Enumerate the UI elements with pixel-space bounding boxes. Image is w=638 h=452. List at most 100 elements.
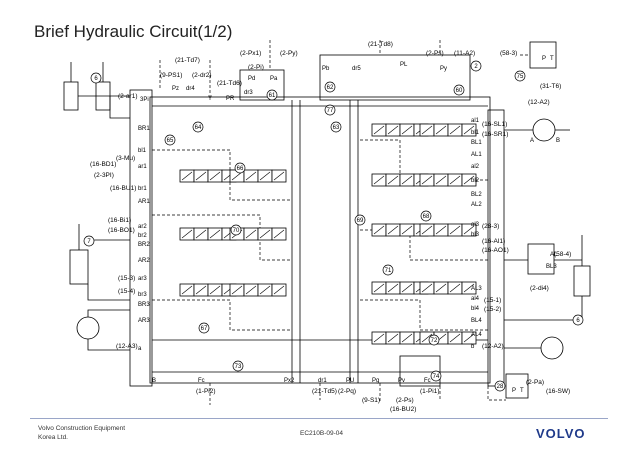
- port-pv: Pv: [398, 378, 405, 384]
- port-pl: PL: [400, 62, 408, 68]
- spool-valve-right-5: [371, 331, 429, 345]
- callout-2ar1: (2-ar1): [118, 93, 138, 100]
- port-y: Y: [208, 96, 212, 102]
- item-number-label: 73: [235, 364, 242, 370]
- port-pb: Pb: [322, 66, 330, 72]
- arm-cylinder: [69, 249, 89, 285]
- port-b_motor: B: [556, 138, 560, 144]
- left-pilot-block: [129, 89, 153, 387]
- spool-label-AR2: AR2: [138, 258, 150, 264]
- item-number-n74: 74: [430, 370, 442, 382]
- item-number-n66: 66: [234, 162, 246, 174]
- top-port-block: [239, 69, 285, 101]
- port-bl3p: BL3: [546, 264, 557, 270]
- item-number-n61: 61: [266, 89, 278, 101]
- item-number-n64: 64: [192, 121, 204, 133]
- callout-21td6: (21-Td6): [217, 80, 242, 87]
- swing-brake-block: [529, 41, 557, 69]
- callout-2ps2: (2-Ps): [396, 397, 414, 404]
- item-number-label: 6: [94, 76, 98, 82]
- callout-2pa: (2-Pa): [526, 379, 544, 386]
- callout-12a1: (12-A3): [116, 343, 138, 350]
- spool-label-al3: al3: [471, 222, 480, 228]
- item-number-label: 75: [517, 74, 524, 80]
- callout-16bu1: (16-BU1): [110, 185, 136, 192]
- item-number-n7: 7: [83, 235, 95, 247]
- callout-154: (15-4): [118, 288, 135, 295]
- item-number-label: 62: [327, 85, 334, 91]
- callout-23pi: (2-3PI): [94, 172, 114, 179]
- item-number-n67: 67: [198, 322, 210, 334]
- volvo-logo: VOLVO: [536, 426, 586, 441]
- port-tt: T: [520, 388, 524, 394]
- spool-label-BL1: BL1: [471, 140, 482, 146]
- spool-label-AL2: AL2: [471, 202, 482, 208]
- company-line-1: Volvo Construction Equipment: [38, 425, 126, 432]
- callout-151: (15-1): [484, 297, 501, 304]
- callout-21td8: (21-Td8): [368, 41, 393, 48]
- item-number-n77: 77: [324, 104, 336, 116]
- spool-label-BL4: BL4: [471, 318, 482, 324]
- port-dr1: dr1: [318, 378, 327, 384]
- item-number-n71: 71: [382, 264, 394, 276]
- callout-1pi2: (1-Pi2): [196, 388, 216, 395]
- spool-valve-right-b-1: [419, 123, 477, 137]
- item-number-n70: 70: [230, 224, 242, 236]
- port-pz: Pz: [172, 86, 179, 92]
- port-dr3: dr3: [244, 90, 253, 96]
- port-pg: Pg: [372, 378, 379, 384]
- callout-16sr1: (16-SR1): [482, 131, 508, 138]
- callout-16bd1: (16-BD1): [90, 161, 116, 168]
- footer-company: Volvo Construction Equipment Korea Ltd.: [38, 424, 125, 442]
- callout-16sl1: (16-SL1): [482, 121, 507, 128]
- spool-valve-right-b-3: [419, 223, 477, 237]
- item-number-label: 67: [201, 326, 208, 332]
- callout-3mu: (3-Mu): [116, 155, 135, 162]
- shuttle-block-right: [527, 243, 555, 275]
- callout-2px1: (2-Px1): [240, 50, 261, 57]
- bottom-right-block: [505, 373, 529, 399]
- port-dr5: dr5: [352, 66, 361, 72]
- spool-label-ar2: ar2: [138, 224, 147, 230]
- spool-label-BR2: BR2: [138, 242, 150, 248]
- spool-label-br2: br2: [138, 233, 147, 239]
- spool-valve-left-1: [179, 169, 237, 183]
- callout-2py: (2-Py): [280, 50, 298, 57]
- spool-label-bl3: bl3: [471, 232, 480, 238]
- item-number-label: 71: [385, 268, 392, 274]
- item-number-label: 2: [474, 64, 478, 70]
- spool-label-BL2: BL2: [471, 192, 482, 198]
- item-number-label: 70: [233, 228, 240, 234]
- port-pa: Pa: [270, 76, 278, 82]
- item-number-n60: 60: [453, 84, 465, 96]
- port-fc: Fc: [198, 378, 205, 384]
- page-title: Brief Hydraulic Circuit(1/2): [34, 22, 233, 41]
- spool-label-bl1r: bl1: [471, 130, 480, 136]
- item-number-label: 7: [87, 239, 91, 245]
- item-number-n75: 75: [514, 70, 526, 82]
- spool-label-ar3: ar3: [138, 276, 147, 282]
- item-number-n65: 65: [164, 134, 176, 146]
- bucket-cylinder: [573, 265, 591, 297]
- callout-2pi: (2-Pi): [248, 64, 264, 71]
- item-number-n28: 28: [494, 380, 506, 392]
- callout-31t6: (31-T6): [540, 83, 561, 90]
- footer-rule: [30, 418, 608, 419]
- callout-16bi1: (16-Bi1): [108, 217, 131, 224]
- item-number-label: 6: [576, 318, 580, 324]
- spool-label-AL3: AL3: [471, 286, 482, 292]
- spool-valve-left-b-3: [229, 283, 287, 297]
- spool-valve-left-3: [179, 283, 237, 297]
- item-number-label: 72: [431, 338, 438, 344]
- port-dr4: dr4: [186, 86, 195, 92]
- callout-283: (28-3): [482, 223, 499, 230]
- spool-label-br3: br3: [138, 292, 147, 298]
- company-line-2: Korea Ltd.: [38, 434, 68, 441]
- item-number-n2: 2: [470, 60, 482, 72]
- item-number-n63: 63: [330, 121, 342, 133]
- item-number-label: 66: [237, 166, 244, 172]
- callout-16ao1: (16-AO1): [482, 247, 509, 254]
- spool-label-bl2: bl2: [471, 178, 480, 184]
- callout-2dr2: (2-dr2): [192, 72, 212, 79]
